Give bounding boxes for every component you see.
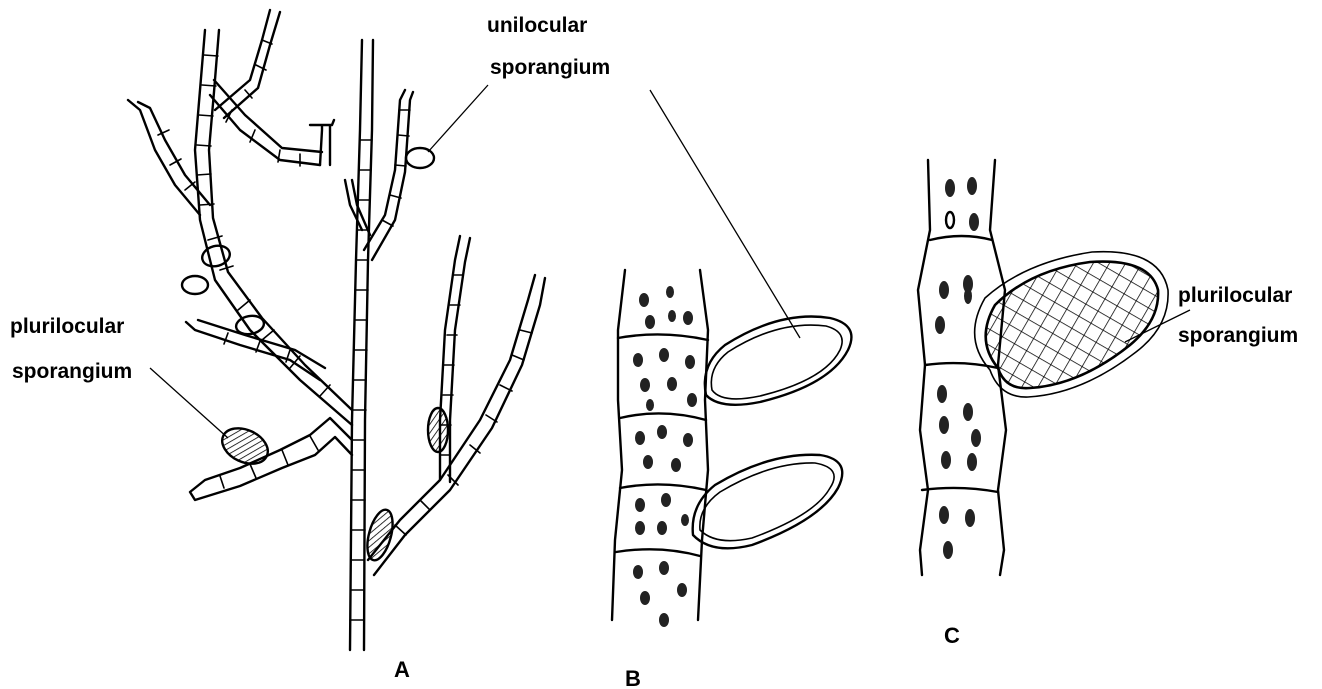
- label-plurilocular-c-line1: plurilocular: [1178, 284, 1292, 307]
- label-unilocular-line2: sporangium: [490, 56, 610, 79]
- label-plurilocular-a-line1: plurilocular: [10, 315, 124, 338]
- label-plurilocular-a-line2: sporangium: [12, 360, 132, 383]
- plurilocular-sporangium-a1: [216, 421, 273, 470]
- plurilocular-sporangium-c: [986, 262, 1158, 389]
- unilocular-sporangium-a2: [235, 314, 266, 337]
- unilocular-sporangium-a4: [406, 148, 434, 168]
- panel-label-c: C: [944, 623, 960, 648]
- panel-c-filament: [918, 160, 1168, 575]
- plurilocular-sporangium-a2: [428, 408, 448, 452]
- plurilocular-sporangium-a3: [363, 507, 398, 563]
- unilocular-sporangium-a3: [182, 276, 208, 294]
- panel-a-filament: [128, 10, 545, 650]
- label-unilocular-line1: unilocular: [487, 14, 587, 37]
- label-plurilocular-c-line2: sporangium: [1178, 324, 1298, 347]
- panel-label-a: A: [394, 657, 410, 682]
- panel-b-filament: [612, 270, 851, 627]
- panel-label-b: B: [625, 666, 641, 689]
